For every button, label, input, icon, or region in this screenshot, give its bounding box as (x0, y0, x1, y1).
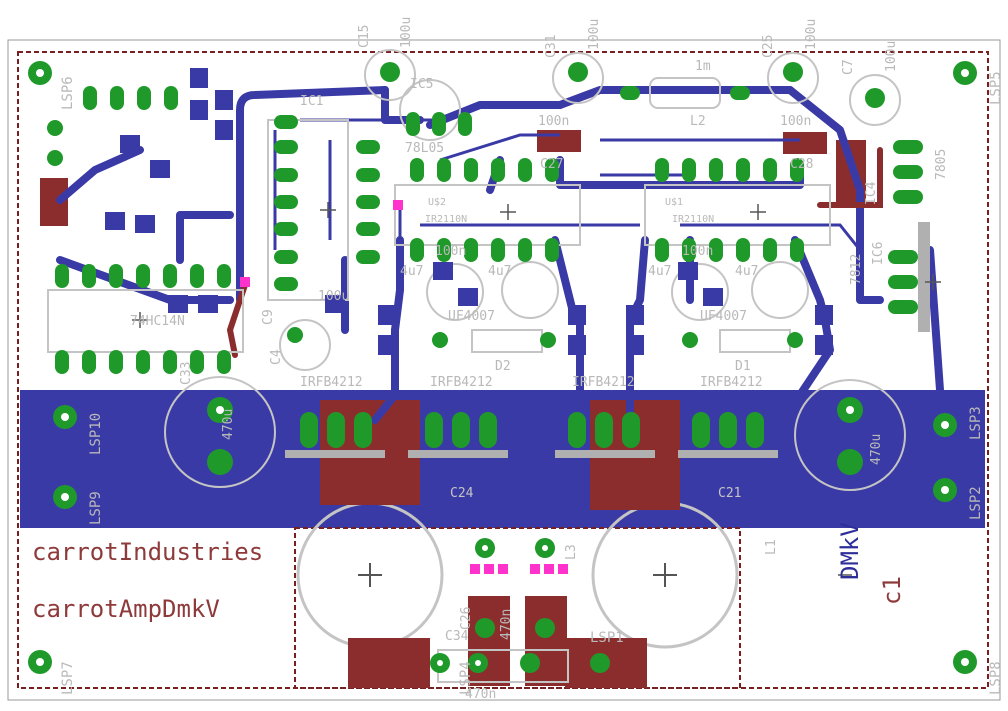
label-lsp1: LSP1 (590, 630, 624, 646)
label-lsp9: LSP9 (88, 491, 104, 525)
label-d1-value: UF4007 (700, 309, 747, 324)
component-labels: C15 100u C31 100u C25 100u C7 100u IC5 7… (130, 17, 949, 702)
label-u2-value: IR2110N (425, 214, 467, 225)
revision-text: DMkV (836, 522, 864, 580)
label-l2: L2 (690, 114, 706, 129)
label-47d: 4u7 (735, 264, 758, 279)
label-ic6-value: 7812 (849, 254, 864, 285)
label-c9: C9 (261, 309, 276, 325)
label-c31-value: 100u (587, 19, 602, 50)
through-hole-pads (55, 86, 923, 448)
label-lsp4: LSP4 (458, 661, 474, 695)
label-c28: C28 (790, 157, 813, 172)
label-lsp7: LSP7 (60, 661, 76, 695)
label-c23-value: 470n (499, 609, 514, 640)
label-c33: C33 (179, 362, 194, 385)
label-47b: 4u7 (488, 264, 511, 279)
label-c32-value: 470u (869, 434, 884, 465)
output-zone-left (294, 527, 741, 689)
label-lsp6: LSP6 (60, 76, 76, 110)
label-c7-value: 100u (884, 41, 899, 72)
label-c25-value: 100u (804, 19, 819, 50)
label-ic5-value: 78L05 (405, 141, 444, 156)
label-c33-value: 470u (221, 409, 236, 440)
label-c28-value: 100n (780, 114, 811, 129)
label-lsp8: LSP8 (988, 661, 1004, 695)
smd-parts (105, 68, 833, 355)
label-c24: C24 (450, 486, 474, 501)
label-l2-value: 1m (695, 59, 711, 74)
label-c34: C34 (445, 629, 469, 644)
label-c15: C15 (357, 25, 372, 48)
label-c26: C26 (459, 607, 474, 630)
mosfet-tabs (285, 222, 930, 458)
label-c25: C25 (761, 35, 776, 58)
label-u1-value: IR2110N (672, 214, 714, 225)
label-u1: U$1 (665, 197, 683, 208)
ground-plane-top (20, 390, 985, 528)
label-ic6: IC6 (871, 242, 886, 265)
label-c4: C4 (269, 349, 284, 365)
label-d2: D2 (495, 359, 511, 374)
label-100a: 100n (435, 244, 466, 259)
label-d2-value: UF4007 (448, 309, 495, 324)
label-q2: IRFB4212 (430, 375, 493, 390)
label-u2: U$2 (428, 197, 446, 208)
label-c21: C21 (718, 486, 741, 501)
rev-code-text: c1 (878, 576, 906, 605)
vias (240, 200, 568, 574)
label-lsp10: LSP10 (88, 413, 104, 455)
label-c31: C31 (544, 35, 559, 58)
label-lsp2: LSP2 (968, 486, 984, 520)
pad-holes (36, 69, 969, 666)
label-c7: C7 (841, 59, 856, 75)
label-c9-value: 100u (318, 289, 349, 304)
label-ic1: IC1 (300, 94, 323, 109)
label-c27-value: 100n (538, 114, 569, 129)
label-100b: 100n (682, 244, 713, 259)
label-47a: 4u7 (400, 264, 423, 279)
label-lsp5: LSP5 (988, 71, 1004, 105)
label-ic4-value: 7805 (934, 149, 949, 180)
speaker-pad-labels: LSP6 LSP5 LSP10 LSP3 LSP9 LSP2 LSP7 LSP8… (60, 71, 1004, 695)
label-47c: 4u7 (648, 264, 671, 279)
label-c15-value: 100u (399, 17, 414, 48)
label-ic4: IC4 (864, 181, 879, 205)
label-l1: L1 (764, 539, 779, 555)
label-l3: L3 (564, 544, 579, 560)
label-q3: IRFB4212 (572, 375, 635, 390)
label-q4: IRFB4212 (700, 375, 763, 390)
label-c27: C27 (540, 157, 563, 172)
label-d1: D1 (735, 359, 751, 374)
component-centers (132, 202, 941, 576)
label-ic1-value: 74HC14N (130, 314, 185, 329)
project-text: carrotAmpDmkV (32, 595, 220, 623)
label-lsp3: LSP3 (968, 406, 984, 440)
label-ic5: IC5 (410, 77, 433, 92)
label-q1: IRFB4212 (300, 375, 363, 390)
label-c34-value: 470n (465, 687, 496, 702)
brand-text: carrotIndustries (32, 538, 263, 566)
